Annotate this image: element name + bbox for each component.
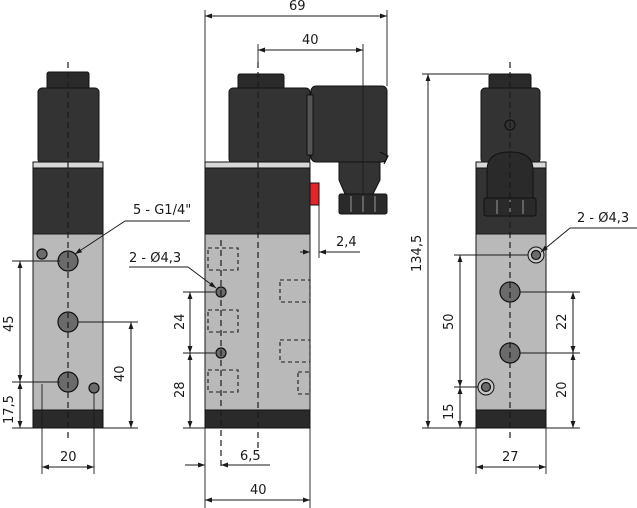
right-dim-15: 15	[442, 403, 457, 420]
left-dim-45: 45	[2, 315, 17, 332]
manual-override-red	[309, 182, 320, 206]
right-dim-50: 50	[442, 313, 457, 330]
middle-view: 69 40 2,4 2 - Ø4,3 24 28 6,5 40	[129, 0, 389, 508]
left-view: 5 - G1/4" 45 17,5 40 20	[2, 62, 191, 474]
left-dim-20: 20	[60, 450, 77, 465]
left-port-callout: 5 - G1/4"	[133, 203, 191, 218]
left-dim-17-5: 17,5	[2, 395, 17, 424]
middle-dim-28: 28	[173, 381, 188, 398]
middle-hole-callout: 2 - Ø4,3	[129, 251, 181, 266]
right-dim-134-5: 134,5	[410, 235, 425, 272]
middle-dim-40-bottom: 40	[250, 483, 267, 498]
right-view: 134,5 2 - Ø4,3 50 15 22 20 27	[410, 62, 637, 474]
right-dim-27: 27	[502, 450, 519, 465]
connector-plug	[310, 85, 388, 163]
middle-dim-2-4: 2,4	[336, 235, 357, 250]
left-dim-40: 40	[113, 365, 128, 382]
middle-dim-40-top: 40	[302, 33, 319, 48]
middle-dim-24: 24	[173, 313, 188, 330]
right-hole-callout: 2 - Ø4,3	[577, 211, 629, 226]
right-dim-20: 20	[555, 381, 570, 398]
middle-dim-6-5: 6,5	[240, 449, 261, 464]
right-dim-22: 22	[555, 313, 570, 330]
middle-dim-69: 69	[289, 0, 306, 14]
